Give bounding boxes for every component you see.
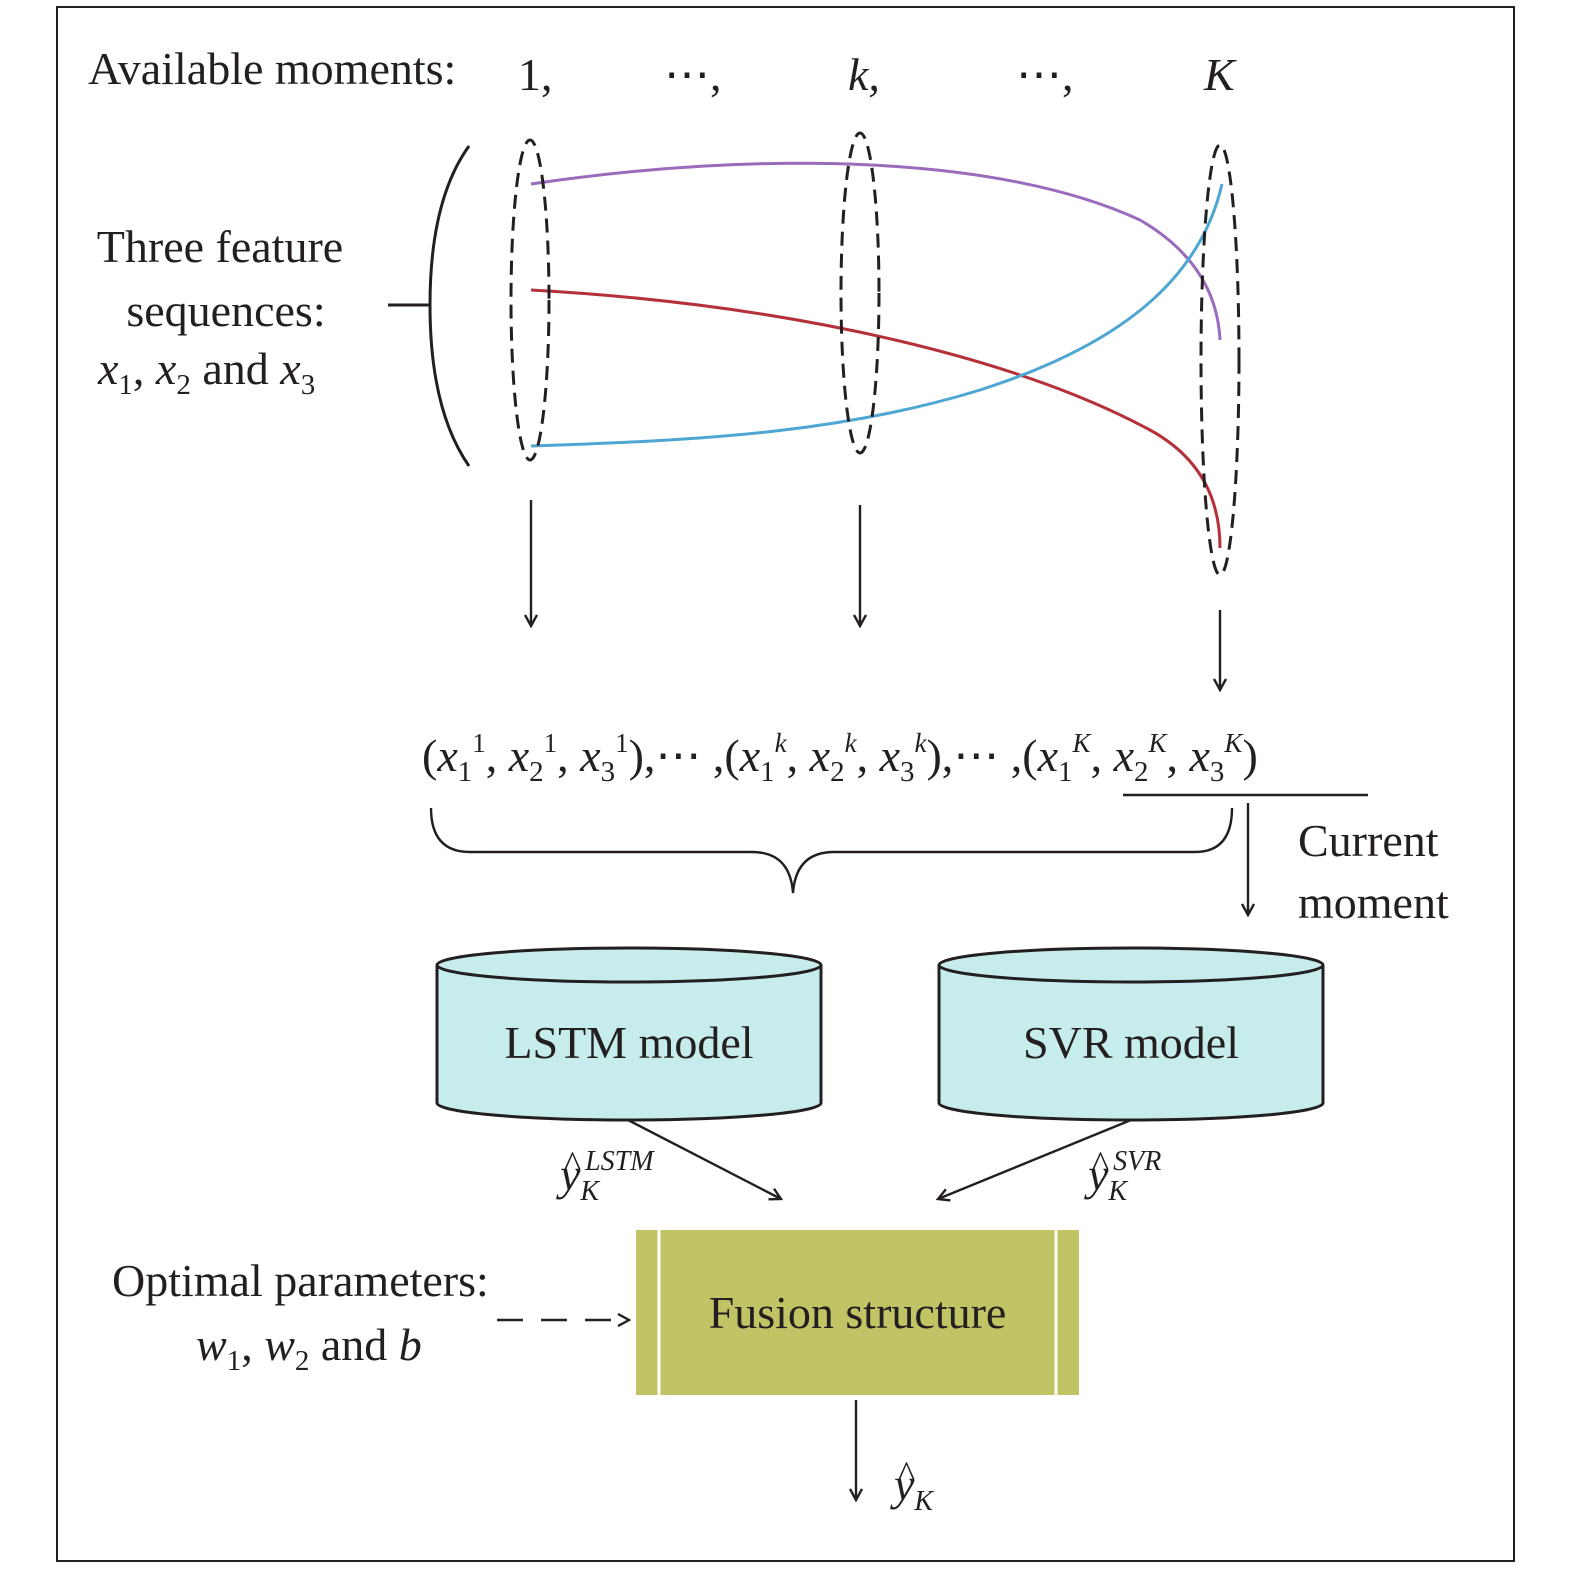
current-moment-line1: Current <box>1298 815 1439 866</box>
moment-dots-1: ⋯, <box>664 49 722 100</box>
sequence-tuples: (x11, x21, x31),⋯ ,(x1k, x2k, x3k),⋯ ,(x… <box>422 728 1258 788</box>
moment-k-label: k, <box>848 49 880 100</box>
final-output-label: ^yK <box>894 1454 934 1517</box>
moment-ellipse-k <box>839 131 881 455</box>
moment-K-label: K <box>1204 49 1235 100</box>
current-moment-line2: moment <box>1298 877 1449 928</box>
diagram-frame <box>56 6 1515 1562</box>
features-variables: x1, x2 and x3 <box>98 343 316 401</box>
moment-ellipse-K <box>1199 143 1241 577</box>
features-line1: Three feature <box>96 221 344 272</box>
available-moments-label: Available moments: <box>88 43 457 94</box>
lstm-cylinder <box>435 946 823 1122</box>
optimal-parameters-values: w1, w2 and b <box>196 1319 422 1377</box>
features-line2: sequences: <box>126 285 326 336</box>
svr-cylinder <box>937 946 1325 1122</box>
lstm-model-label: LSTM model <box>504 1017 754 1068</box>
lstm-output-label: ^yKLSTM <box>560 1144 654 1207</box>
feature-curve-blue <box>530 183 1224 448</box>
fusion-structure-label: Fusion structure <box>708 1287 1007 1338</box>
feature-bracket <box>428 145 471 467</box>
svr-model-label: SVR model <box>1023 1017 1239 1068</box>
moment-dots-2: ⋯, <box>1016 49 1074 100</box>
svr-output-label: ^yKSVR <box>1088 1144 1162 1207</box>
sequence-brace <box>429 807 1234 894</box>
fusion-box <box>636 1230 1079 1395</box>
moment-ellipse-1 <box>509 138 551 462</box>
feature-curve-red <box>530 288 1222 549</box>
moment-1-label: 1, <box>518 49 553 100</box>
arrow-svr-fusion <box>938 1118 1132 1199</box>
optimal-parameters-label: Optimal parameters: <box>112 1255 489 1306</box>
arrow-lstm-fusion <box>627 1118 781 1199</box>
